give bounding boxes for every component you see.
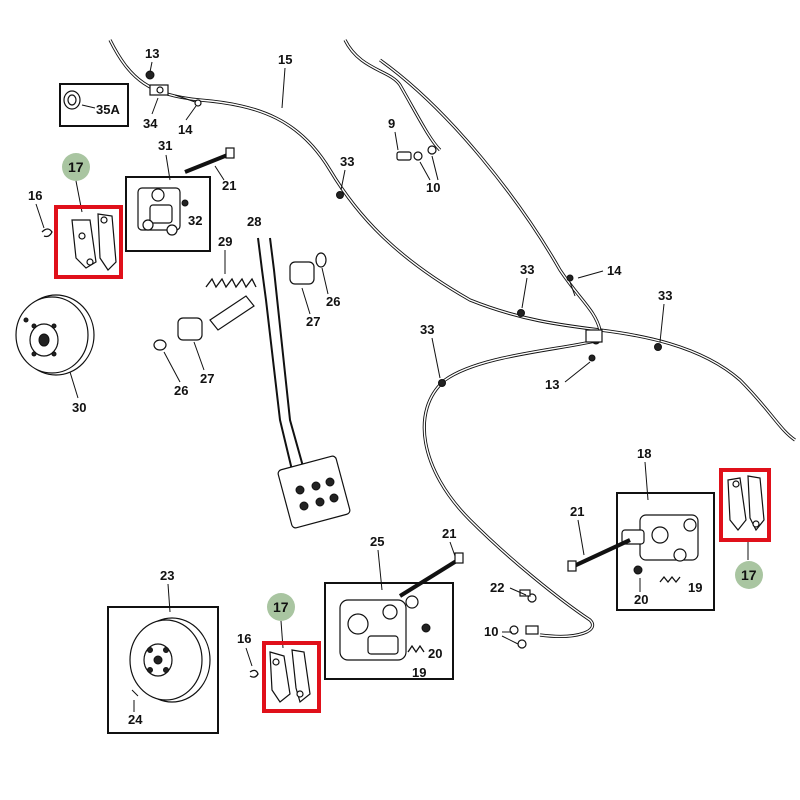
nut-20-right: [633, 565, 643, 575]
fittings-22-10: [509, 589, 539, 649]
caliper-box-25: [324, 582, 454, 680]
badge-17-left: [62, 153, 90, 181]
label-15: 15: [278, 52, 292, 67]
label-22: 22: [490, 580, 504, 595]
rotor-30: [15, 294, 95, 376]
label-17-right: 17: [741, 567, 757, 583]
highlight-box-17-left: [54, 205, 123, 279]
label-33-c: 33: [658, 288, 672, 303]
clips-33: [336, 191, 662, 387]
bracket-fitting: [145, 70, 202, 107]
part-35a-box: [59, 83, 129, 127]
brake-pads-right: [727, 475, 765, 532]
rotor-23: [129, 617, 211, 703]
label-13-mid: 13: [545, 377, 559, 392]
label-31: 31: [158, 138, 172, 153]
label-21-right: 21: [570, 504, 584, 519]
label-33-a: 33: [340, 154, 354, 169]
highlight-box-17-bottom: [262, 641, 321, 713]
banjo-fitting: [396, 145, 437, 161]
caliper-assembly-right-icon: [621, 514, 699, 562]
bushing-26-27-right: [289, 252, 327, 285]
label-13-top: 13: [145, 46, 159, 61]
label-25: 25: [370, 534, 384, 549]
label-10-top: 10: [426, 180, 440, 195]
label-14-mid: 14: [607, 263, 622, 278]
bolt-21-right: [567, 538, 631, 572]
label-33-b: 33: [520, 262, 534, 277]
caliper-assembly-icon: [137, 187, 189, 236]
label-16-left: 16: [28, 188, 42, 203]
label-30: 30: [72, 400, 86, 415]
highlight-box-17-right: [719, 468, 771, 542]
brake-pads-left: [71, 213, 117, 271]
spring-19-right: [659, 575, 681, 584]
caliper-assembly-bottom-icon: [339, 595, 419, 661]
label-24: 24: [128, 712, 143, 727]
label-17-bottom: 17: [273, 599, 289, 615]
badge-17-bottom: [267, 593, 295, 621]
label-21-top: 21: [222, 178, 236, 193]
bolt-21-bottom: [398, 552, 464, 598]
label-34: 34: [143, 116, 158, 131]
label-26-right: 26: [326, 294, 340, 309]
label-17-left: 17: [68, 159, 84, 175]
label-27-left: 27: [200, 371, 214, 386]
label-9: 9: [388, 116, 395, 131]
label-32: 32: [188, 213, 202, 228]
label-10-bottom: 10: [484, 624, 498, 639]
label-18: 18: [637, 446, 651, 461]
label-19-right: 19: [688, 580, 702, 595]
label-14-top: 14: [178, 122, 193, 137]
label-19-bottom: 19: [412, 665, 426, 680]
brake-lines: [108, 39, 796, 638]
label-20-right: 20: [634, 592, 648, 607]
label-35a: 35A: [96, 102, 120, 117]
label-23: 23: [160, 568, 174, 583]
clip-16-bottom: [249, 669, 259, 678]
label-29: 29: [218, 234, 232, 249]
rotor-box-23: [107, 606, 219, 734]
brake-pads-bottom: [269, 649, 311, 704]
bolt-21-top: [184, 147, 235, 174]
o-ring-icon: [63, 90, 81, 110]
label-27-right: 27: [306, 314, 320, 329]
nut-20-bottom: [421, 623, 431, 633]
caliper-box-31: [125, 176, 211, 252]
spring-29: [205, 277, 257, 289]
pivot-tube: [209, 295, 255, 331]
label-16-bottom: 16: [237, 631, 251, 646]
label-26-left: 26: [174, 383, 188, 398]
label-28: 28: [247, 214, 261, 229]
caliper-box-18: [616, 492, 715, 611]
bushing-26-27-left: [153, 317, 203, 351]
label-20-bottom: 20: [428, 646, 442, 661]
junction-block: [566, 274, 603, 362]
badge-17-right: [735, 561, 763, 589]
brake-pedal-28: [257, 237, 351, 529]
label-33-d: 33: [420, 322, 434, 337]
label-21-bottom: 21: [442, 526, 456, 541]
spring-19-bottom: [407, 644, 425, 654]
clip-16-left: [41, 228, 53, 238]
